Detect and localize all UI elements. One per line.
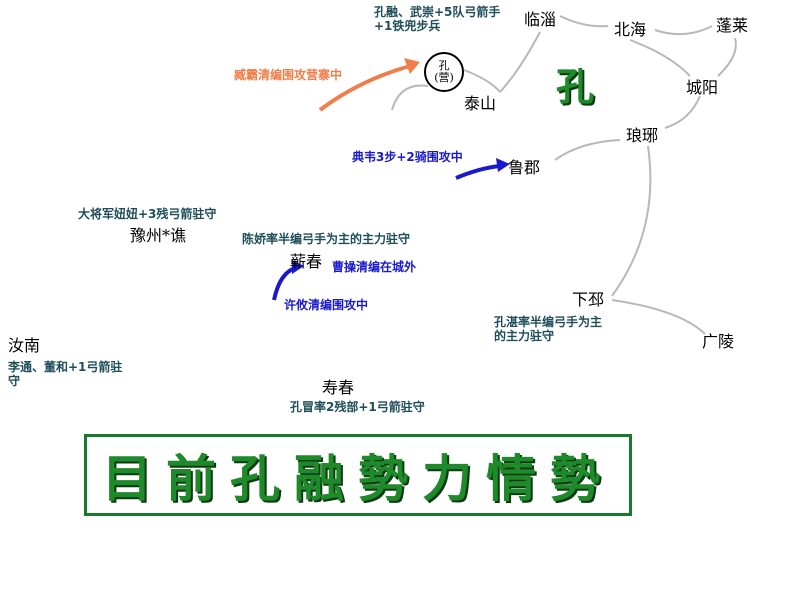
city-penglai[interactable]: 蓬莱 bbox=[716, 16, 749, 35]
city-guangling[interactable]: 广陵 bbox=[702, 332, 735, 351]
city-qichun[interactable]: 蕲春 bbox=[290, 252, 323, 271]
road-chengyang-langya bbox=[664, 95, 701, 129]
note-xuzhu: 许攸清编围攻中 bbox=[284, 298, 369, 312]
note-litong-line2: 守 bbox=[8, 374, 21, 388]
city-chengyang[interactable]: 城阳 bbox=[686, 78, 719, 97]
road-beihai-penglai bbox=[654, 25, 713, 36]
city-shouchun[interactable]: 寿春 bbox=[322, 378, 355, 397]
city-yuzhou-qiao[interactable]: 豫州*谯 bbox=[130, 226, 187, 245]
camp-top-label: 孔 bbox=[438, 58, 450, 72]
city-runan[interactable]: 汝南 bbox=[8, 336, 41, 355]
note-caocao: 曹操清编在城外 bbox=[332, 260, 417, 274]
orange-arrowhead bbox=[404, 58, 420, 74]
city-lujun[interactable]: 鲁郡 bbox=[508, 158, 541, 177]
dianwei-arrowhead bbox=[496, 158, 510, 172]
orange-arrow bbox=[318, 64, 411, 112]
city-taishan[interactable]: 泰山 bbox=[464, 94, 497, 113]
faction-glyph: 孔 bbox=[556, 64, 595, 109]
note-kongrong-army-line1: 孔融、武崇+5队弓箭手 bbox=[374, 5, 501, 19]
dianwei-arrow bbox=[455, 164, 501, 180]
note-kongrong-army-line2: +1铁兜步兵 bbox=[374, 19, 441, 33]
city-langya[interactable]: 琅琊 bbox=[626, 126, 659, 145]
road-langya-lujun bbox=[554, 139, 621, 161]
note-chenjiao: 陈娇率半编弓手为主的主力驻守 bbox=[242, 232, 411, 246]
note-kongzhan-line1: 孔湛率半编弓手为主 bbox=[494, 315, 603, 329]
kongrong-camp-marker[interactable]: 孔 (营) bbox=[424, 52, 464, 92]
banner-title: 目前孔融勢力情勢 bbox=[102, 449, 614, 508]
note-litong-line1: 李通、董和+1弓箭驻 bbox=[8, 360, 123, 374]
note-dianwei-attack: 典韦3步+2骑围攻中 bbox=[352, 150, 463, 164]
road-xiapi-guangling bbox=[611, 299, 706, 335]
note-kongmao: 孔冒率2残部+1弓箭驻守 bbox=[290, 400, 425, 414]
road-langya-xiapi bbox=[611, 145, 652, 297]
xuzhu-arrowhead bbox=[292, 260, 304, 274]
road-camp-linzi-a bbox=[463, 69, 501, 93]
camp-bottom-label: (营) bbox=[434, 71, 454, 84]
road-beihai-chengyang bbox=[629, 39, 691, 77]
city-xiapi[interactable]: 下邳 bbox=[572, 290, 605, 309]
note-kongzhan-line2: 的主力驻守 bbox=[494, 329, 555, 343]
city-beihai[interactable]: 北海 bbox=[614, 20, 647, 39]
note-dajiang: 大将军妞妞+3残弓箭驻守 bbox=[78, 207, 217, 221]
city-linzi[interactable]: 临淄 bbox=[524, 10, 557, 29]
road-linzi-taishan bbox=[499, 31, 541, 93]
title-banner: 目前孔融勢力情勢 bbox=[84, 434, 632, 516]
note-zangba-attack: 臧霸清编围攻营寨中 bbox=[234, 68, 343, 82]
road-penglai-chengyang bbox=[717, 37, 737, 77]
road-camp-taishan bbox=[391, 84, 429, 111]
road-linzi-beihai bbox=[559, 15, 609, 28]
